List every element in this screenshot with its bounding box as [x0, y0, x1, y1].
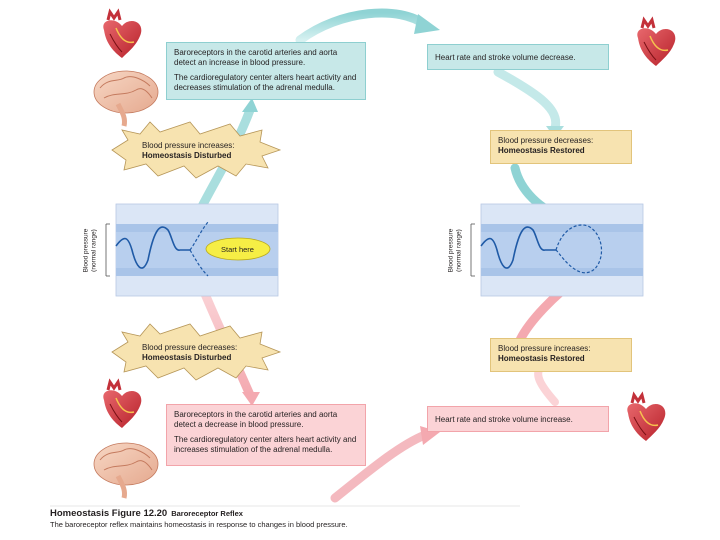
star-line: Blood pressure increases:	[142, 141, 235, 150]
heart-icon	[637, 16, 676, 66]
left-graph	[105, 203, 279, 297]
star-line-bold: Homeostasis Disturbed	[142, 352, 232, 362]
box-text: Heart rate and stroke volume increase.	[435, 415, 573, 424]
y-axis-label-right: Blood pressure (normal range)	[448, 221, 463, 281]
box-restored-decrease: Blood pressure decreases: Homeostasis Re…	[490, 130, 632, 164]
box-text: Baroreceptors in the carotid arteries an…	[174, 48, 338, 67]
heart-icon	[103, 8, 142, 58]
burst-star-top	[111, 121, 282, 179]
teal-arrow-top	[295, 8, 440, 45]
box-text-bold: Homeostasis Restored	[498, 145, 585, 155]
caption-title-main: Homeostasis Figure 12.20	[50, 508, 168, 519]
box-text: The cardioregulatory center alters heart…	[174, 73, 357, 92]
box-text: The cardioregulatory center alters heart…	[174, 435, 357, 454]
heart-icon	[627, 391, 666, 441]
box-baroreceptors-decrease: Baroreceptors in the carotid arteries an…	[166, 404, 366, 466]
star-text-bottom: Blood pressure decreases: Homeostasis Di…	[142, 343, 262, 362]
ylabel-line: (normal range)	[90, 229, 97, 272]
box-heart-rate-increase: Heart rate and stroke volume increase.	[427, 406, 609, 432]
star-line-bold: Homeostasis Disturbed	[142, 150, 232, 160]
box-text: Heart rate and stroke volume decrease.	[435, 53, 576, 62]
brain-icon	[93, 442, 159, 499]
star-text-top: Blood pressure increases: Homeostasis Di…	[142, 141, 262, 160]
right-graph	[470, 203, 644, 297]
y-axis-label-left: Blood pressure (normal range)	[83, 221, 98, 281]
box-text: Blood pressure increases:	[498, 344, 591, 353]
ylabel-line: Blood pressure	[447, 228, 455, 273]
star-line: Blood pressure decreases:	[142, 343, 238, 352]
burst-star-bottom	[111, 323, 282, 381]
ylabel-line: (normal range)	[455, 229, 462, 272]
brain-icon	[93, 70, 159, 127]
caption-text: The baroreceptor reflex maintains homeos…	[50, 520, 348, 529]
box-restored-increase: Blood pressure increases: Homeostasis Re…	[490, 338, 632, 372]
caption-subtitle: Baroreceptor Reflex	[171, 509, 243, 518]
box-heart-rate-decrease: Heart rate and stroke volume decrease.	[427, 44, 609, 70]
box-baroreceptors-increase: Baroreceptors in the carotid arteries an…	[166, 42, 366, 100]
box-text-bold: Homeostasis Restored	[498, 353, 585, 363]
teal-arrow-right	[493, 67, 564, 138]
heart-icon	[103, 378, 142, 428]
box-text: Baroreceptors in the carotid arteries an…	[174, 410, 338, 429]
pink-arrow-right	[534, 364, 559, 406]
start-here-label: Start here	[221, 244, 254, 254]
box-text: Blood pressure decreases:	[498, 136, 594, 145]
ylabel-line: Blood pressure	[82, 228, 90, 273]
